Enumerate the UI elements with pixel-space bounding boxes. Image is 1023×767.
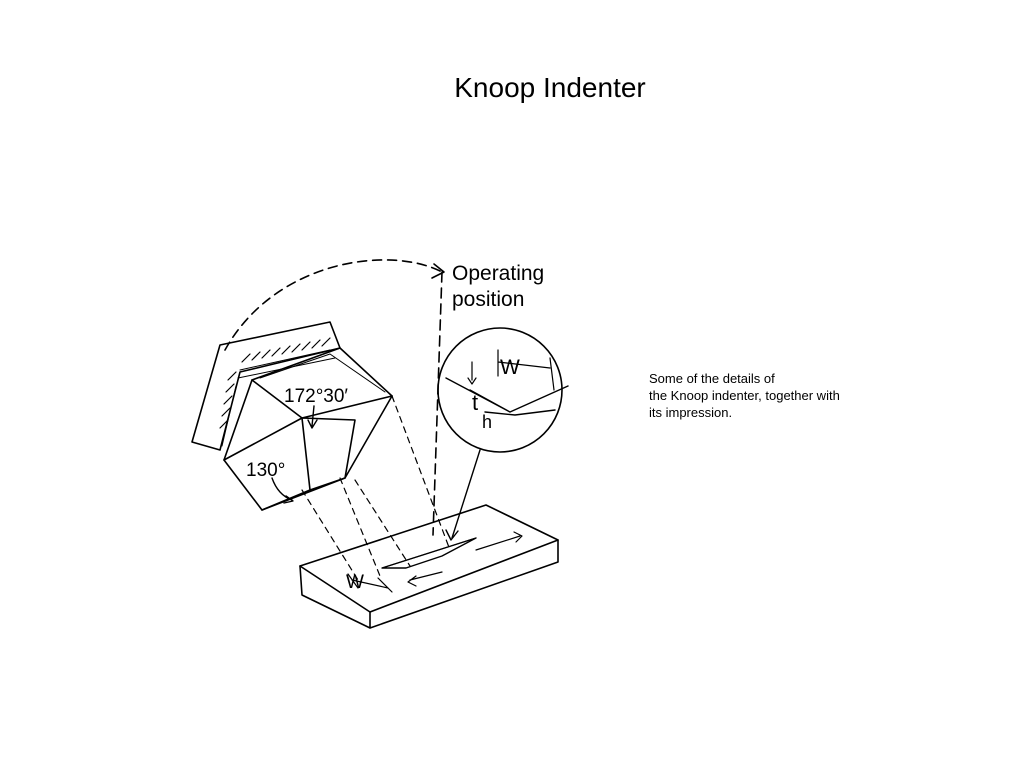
operating-axis [432, 271, 443, 536]
inset-depth-h-label: h [482, 412, 492, 432]
indenter-mount [191, 321, 341, 451]
operating-label-1: Operating [452, 262, 544, 285]
impression-length-dims [407, 531, 523, 587]
inset-leader-arrow [445, 529, 459, 541]
svg-text:t: t [472, 390, 478, 415]
svg-text:172°30′: 172°30′ [284, 386, 348, 407]
rotation-arc [224, 259, 443, 351]
svg-text:h: h [482, 412, 492, 432]
inset-depth-dims [467, 361, 477, 385]
specimen-sides [299, 539, 559, 629]
impression-width-label: W [346, 572, 364, 593]
long-angle-arrow [307, 405, 318, 429]
rotation-arrow-head [431, 263, 445, 279]
specimen-top [299, 504, 559, 613]
figure-caption: Some of the details of the Knoop indente… [649, 370, 899, 421]
slide-title: Knoop Indenter [454, 72, 646, 103]
body-top-face [259, 353, 386, 393]
svg-text:W: W [500, 356, 520, 379]
long-edge-angle-label: 172°30′ [284, 386, 348, 407]
svg-text:130°: 130° [246, 460, 285, 481]
short-edge-angle-label: 130° [246, 460, 285, 481]
svg-text:position: position [452, 288, 524, 311]
short-angle-arc [271, 477, 293, 501]
svg-text:W: W [346, 572, 364, 593]
body-edges [223, 379, 393, 511]
inset-depth-t-label: t [472, 390, 478, 415]
mount-knurl [219, 337, 331, 429]
svg-text:Operating: Operating [452, 262, 544, 285]
inset-profile [445, 377, 569, 416]
caption-line-3: its impression. [649, 405, 733, 420]
indenter-body [223, 347, 393, 511]
short-angle-arrow [283, 495, 294, 504]
knoop-indenter-diagram: Operating position 172°30′ 130° W t h W [180, 250, 600, 640]
caption-line-2: the Knoop indenter, together with [649, 388, 840, 403]
impression-width-dims [347, 573, 393, 593]
inset-width-label: W [500, 356, 520, 379]
impression-axis [381, 537, 477, 569]
inset-circle [437, 327, 563, 453]
caption-line-1: Some of the details of [649, 371, 775, 386]
operating-label-2: position [452, 288, 524, 311]
inset-width-dims [497, 349, 555, 391]
inset-leader [451, 449, 481, 539]
